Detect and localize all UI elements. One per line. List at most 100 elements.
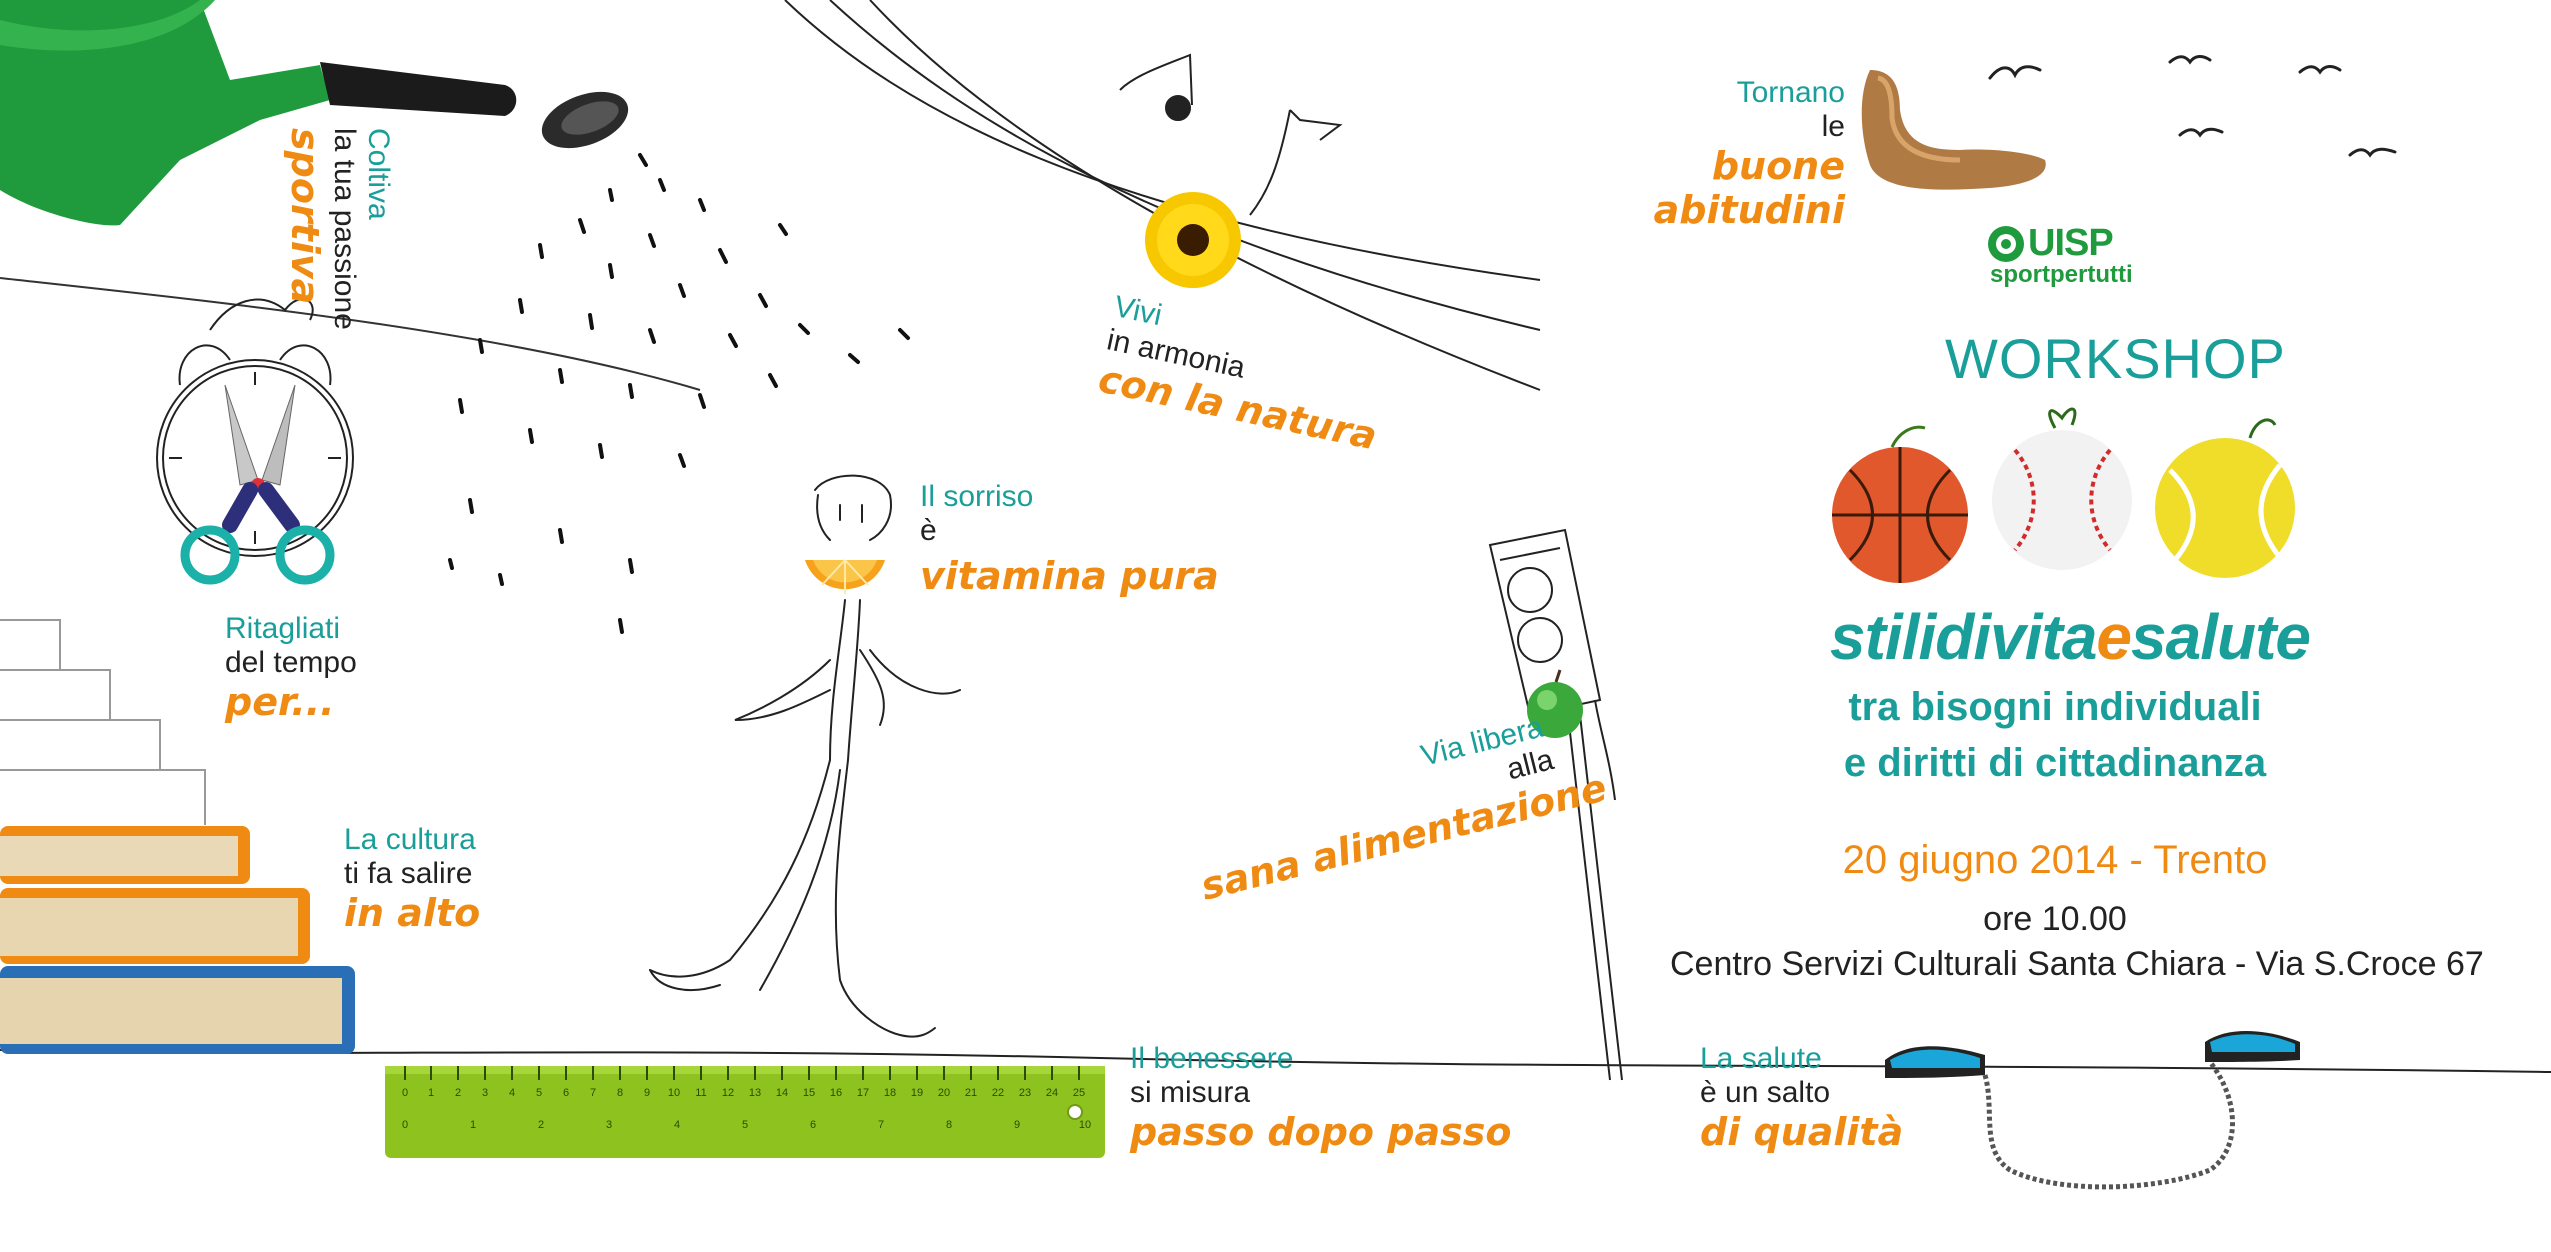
- ruler-cm-mark: 10: [668, 1087, 680, 1099]
- caption-sorriso-line3: vitamina pura: [920, 554, 1219, 598]
- event-title-part2: salute: [2131, 601, 2311, 673]
- basketball-illustration: [1832, 425, 1968, 583]
- caption-sorriso-line1: Il sorriso: [920, 480, 1034, 513]
- caption-coltiva: Coltiva la tua passione sportiva: [283, 128, 395, 330]
- uisp-emblem-icon: [1988, 225, 2024, 262]
- ruler-cm-mark: 12: [722, 1087, 734, 1099]
- caption-salute-line3: di qualità: [1700, 1110, 1904, 1154]
- caption-sorriso: Il sorriso è vitamina pura: [920, 480, 1219, 598]
- ruler-cm-mark: 21: [965, 1087, 977, 1099]
- sneakers-illustration: [1885, 1031, 2300, 1190]
- ruler-cm-mark: 3: [482, 1087, 488, 1099]
- ruler-cm-mark: 14: [776, 1087, 788, 1099]
- event-subtitle-line1: tra bisogni individuali: [1848, 685, 2262, 729]
- stairs-illustration: [0, 619, 206, 825]
- watering-can-illustration: [0, 0, 629, 226]
- ruler-cm-mark: 7: [590, 1087, 596, 1099]
- baseball-illustration: [1992, 407, 2132, 570]
- ruler-inch-mark: 10: [1079, 1119, 1091, 1131]
- caption-tornano-line2: le: [1821, 110, 1845, 143]
- event-date: 20 giugno 2014 - Trento: [1842, 838, 2268, 882]
- ruler-cm-mark: 16: [830, 1087, 842, 1099]
- caption-benessere: Il benessere si misura passo dopo passo: [1130, 1042, 1511, 1154]
- event-subtitle-line2: e diritti di cittadinanza: [1843, 741, 2267, 785]
- ruler-cm-mark: 5: [536, 1087, 542, 1099]
- ruler-inch-mark: 1: [470, 1119, 476, 1131]
- event-title-part1: stilidivita: [1830, 601, 2097, 673]
- caption-coltiva-line3: sportiva: [283, 128, 327, 305]
- caption-cultura: La cultura ti fa salire in alto: [344, 823, 480, 935]
- caption-benessere-line1: Il benessere: [1130, 1042, 1294, 1075]
- ruler-cm-mark: 23: [1019, 1087, 1031, 1099]
- ruler-illustration: [385, 1066, 1105, 1158]
- caption-coltiva-line1: Coltiva: [362, 128, 395, 220]
- ruler-cm-mark: 11: [695, 1087, 706, 1099]
- caption-salute: La salute è un salto di qualità: [1700, 1042, 1903, 1154]
- ruler-inch-mark: 5: [742, 1119, 748, 1131]
- caption-cultura-line2: ti fa salire: [344, 857, 473, 890]
- ruler-cm-mark: 13: [749, 1087, 761, 1099]
- ruler-cm-mark: 4: [509, 1087, 515, 1099]
- ruler-inch-mark: 9: [1014, 1119, 1020, 1131]
- ruler-cm-mark: 9: [644, 1087, 650, 1099]
- ruler-cm-mark: 25: [1073, 1087, 1085, 1099]
- uisp-logo: UISP sportpertutti: [1988, 222, 2148, 289]
- books-illustration: [0, 826, 355, 1054]
- orange-slice-illustration: [805, 559, 885, 594]
- ruler-cm-mark: 18: [884, 1087, 896, 1099]
- event-title-accent: e: [2096, 601, 2132, 673]
- caption-benessere-line2: si misura: [1130, 1076, 1251, 1109]
- ruler-cm-mark: 0: [402, 1087, 408, 1099]
- caption-salute-line1: La salute: [1700, 1042, 1822, 1075]
- traffic-light-illustration: [1488, 528, 1623, 1081]
- caption-tornano-line1: Tornano: [1736, 76, 1845, 109]
- caption-salute-line2: è un salto: [1700, 1076, 1831, 1109]
- workshop-title: WORKSHOP: [1945, 327, 2286, 390]
- event-time: ore 10.00: [1983, 900, 2127, 938]
- ruler-cm-mark: 17: [857, 1087, 869, 1099]
- ruler-inch-mark: 6: [810, 1119, 816, 1131]
- event-title: stilidivitaesalute: [1830, 600, 2311, 674]
- caption-coltiva-line2: la tua passione: [328, 128, 361, 330]
- ruler-inch-mark: 8: [946, 1119, 952, 1131]
- ruler-inch-mark: 7: [878, 1119, 884, 1131]
- caption-sorriso-line2: è: [920, 514, 937, 547]
- ruler-cm-mark: 2: [455, 1087, 461, 1099]
- caption-cultura-line1: La cultura: [344, 823, 476, 856]
- ruler-inch-mark: 4: [674, 1119, 680, 1131]
- caption-ritagliati: Ritagliati del tempo per...: [225, 612, 357, 724]
- caption-benessere-line3: passo dopo passo: [1130, 1110, 1512, 1154]
- water-drops: [448, 153, 910, 634]
- ruler-cm-mark: 8: [617, 1087, 623, 1099]
- horizon-curve: [0, 277, 701, 391]
- green-apple-illustration: [1527, 669, 1583, 738]
- scissors-illustration: [180, 384, 335, 585]
- caption-tornano: Tornano le buone abitudini: [1515, 76, 1845, 232]
- caption-ritagliati-line1: Ritagliati: [225, 612, 341, 645]
- alarm-clock-illustration: [156, 298, 354, 557]
- ruler-inch-mark: 3: [606, 1119, 612, 1131]
- birds-illustration: [1988, 55, 2397, 158]
- event-venue: Centro Servizi Culturali Santa Chiara - …: [1670, 945, 2484, 983]
- ruler-cm-mark: 19: [911, 1087, 923, 1099]
- uisp-brand: UISP: [2028, 222, 2114, 264]
- ruler-cm-mark: 15: [803, 1087, 815, 1099]
- caption-ritagliati-line3: per...: [225, 680, 335, 724]
- ruler-inch-mark: 2: [538, 1119, 544, 1131]
- caption-cultura-line3: in alto: [344, 891, 481, 935]
- caption-ritagliati-line2: del tempo: [225, 646, 357, 679]
- ruler-scale: 0 1 2 3 4 5 6 7 8 9 10 11 12 13 14 15 16…: [402, 1087, 1091, 1131]
- ruler-cm-mark: 22: [992, 1087, 1004, 1099]
- caption-tornano-line3: buone abitudini: [1653, 144, 1845, 232]
- ruler-inch-mark: 0: [402, 1119, 408, 1131]
- ruler-cm-mark: 24: [1046, 1087, 1058, 1099]
- ruler-cm-mark: 20: [938, 1087, 950, 1099]
- boomerang-illustration: [1861, 70, 2046, 190]
- sunflower-illustration: [1145, 192, 1241, 288]
- music-staff-illustration: [784, 0, 1541, 391]
- tennisball-illustration: [2155, 418, 2295, 578]
- stick-figure-illustration: [649, 474, 961, 1038]
- ruler-cm-mark: 1: [428, 1087, 434, 1099]
- ruler-cm-mark: 6: [563, 1087, 569, 1099]
